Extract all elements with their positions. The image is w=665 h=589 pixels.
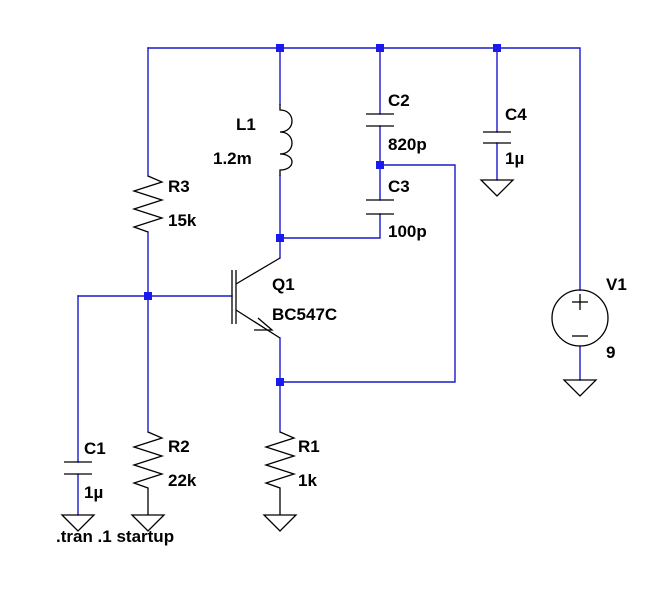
v1-ref-label: V1: [606, 275, 627, 294]
c1-ref-label: C1: [84, 439, 106, 458]
inductor-l1[interactable]: L1 1.2m: [213, 104, 293, 176]
r2-value-label: 22k: [168, 471, 197, 490]
ground-symbol-r1: [262, 514, 298, 532]
v1-value-label: 9: [606, 343, 615, 362]
wires: [77, 47, 581, 516]
c1-value-label: 1µ: [84, 483, 103, 502]
ground-symbol-v1: [562, 379, 598, 397]
capacitor-c1[interactable]: C1 1µ: [64, 439, 106, 502]
capacitor-c4[interactable]: C4 1µ: [483, 105, 527, 168]
spice-directive[interactable]: .tran .1 startup: [56, 527, 174, 546]
l1-ref-label: L1: [236, 115, 256, 134]
r2-ref-label: R2: [168, 437, 190, 456]
capacitor-c3[interactable]: C3 100p: [366, 177, 427, 241]
capacitor-c2[interactable]: C2 820p: [366, 91, 427, 154]
resistor-r3[interactable]: R3 15k: [131, 175, 197, 233]
l1-value-label: 1.2m: [213, 149, 252, 168]
c3-value-label: 100p: [388, 222, 427, 241]
junctions: [144, 44, 501, 386]
ground-symbol-c4: [479, 179, 515, 197]
c4-value-label: 1µ: [505, 149, 524, 168]
resistor-r1[interactable]: R1 1k: [263, 431, 320, 515]
r3-ref-label: R3: [168, 177, 190, 196]
r3-value-label: 15k: [168, 211, 197, 230]
c2-value-label: 820p: [388, 135, 427, 154]
transistor-q1[interactable]: Q1 BC547C: [231, 257, 337, 339]
r1-ref-label: R1: [298, 437, 320, 456]
ground-symbol-r2: [130, 514, 166, 532]
voltage-source-v1[interactable]: V1 9: [551, 275, 627, 362]
c3-ref-label: C3: [388, 177, 410, 196]
resistor-r2[interactable]: R2 22k: [131, 431, 197, 515]
c2-ref-label: C2: [388, 91, 410, 110]
ground-symbol-c1: [60, 514, 96, 532]
q1-ref-label: Q1: [272, 275, 295, 294]
q1-value-label: BC547C: [272, 305, 337, 324]
r1-value-label: 1k: [298, 471, 317, 490]
c4-ref-label: C4: [505, 105, 527, 124]
